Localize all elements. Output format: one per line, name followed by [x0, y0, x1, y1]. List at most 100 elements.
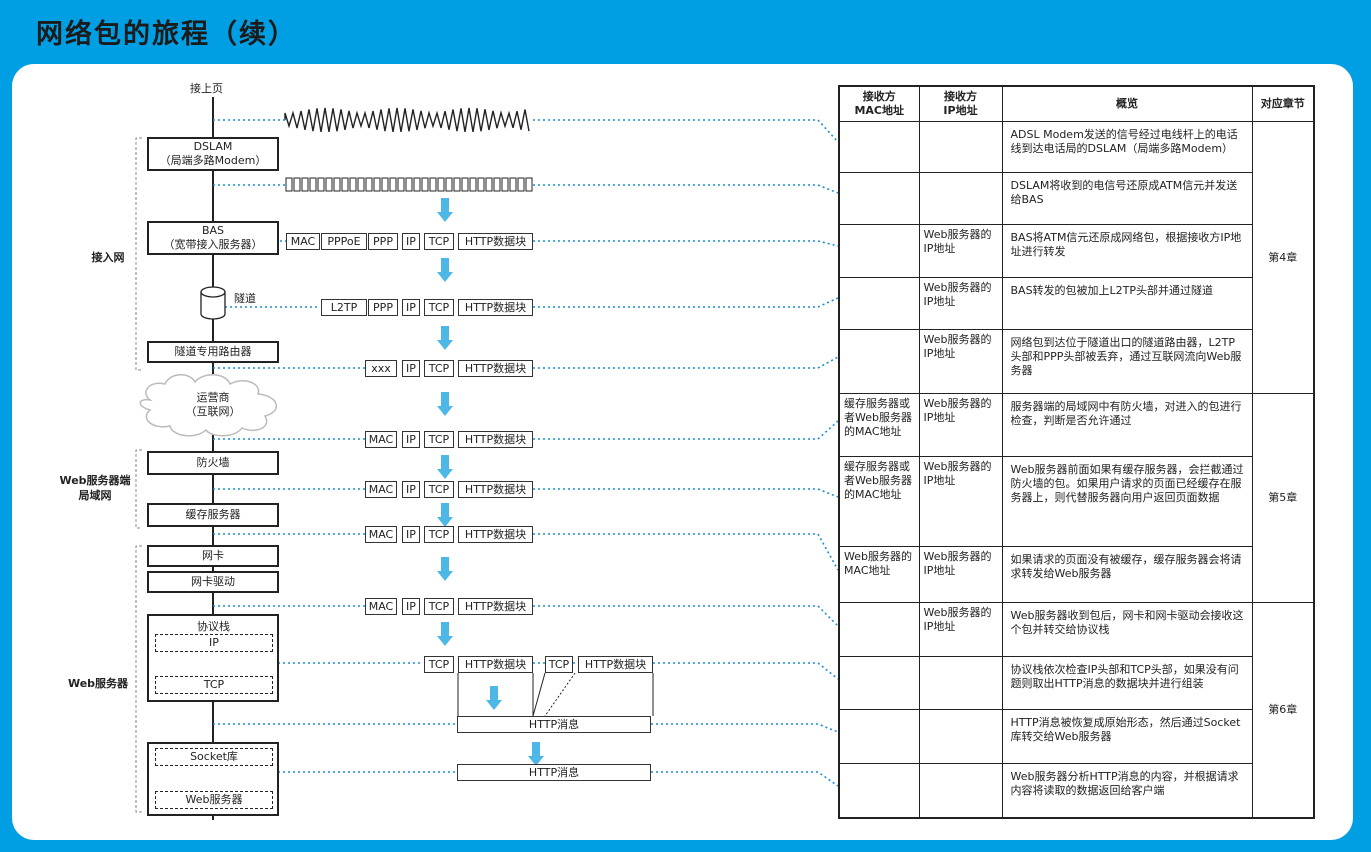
packet-tcp: TCP	[424, 656, 454, 673]
cell-ip: Web服务器的 IP地址	[918, 277, 1003, 330]
connector-line	[533, 605, 839, 627]
packet-ppp: PPP	[368, 233, 398, 250]
cell-chapter: 第6章	[1251, 602, 1315, 818]
tunnel-label: 隧道	[234, 292, 256, 305]
packet-http-block: HTTP数据块	[458, 656, 533, 673]
isp-label: 运营商 （互联网）	[185, 391, 241, 418]
flow-down-arrow	[437, 258, 453, 282]
connector-line	[533, 533, 839, 571]
atm-cell	[501, 177, 509, 192]
cell-overview: BAS转发的包被加上L2TP头部并通过隧道	[1001, 277, 1253, 330]
packet-tcp: TCP	[424, 598, 454, 615]
packet-mac: MAC	[365, 481, 397, 498]
flow-down-arrow	[437, 392, 453, 416]
atm-cell	[301, 177, 309, 192]
connector-line	[533, 488, 839, 498]
cell-mac	[838, 277, 920, 330]
group-access-network: 接入网	[91, 251, 125, 264]
atm-cell	[341, 177, 349, 192]
atm-cell	[477, 177, 485, 192]
cell-chapter: 第5章	[1251, 393, 1315, 603]
cell-mac	[838, 172, 920, 225]
tunnel-router-device: 隧道专用路由器	[147, 341, 279, 363]
packet-http-msg: HTTP消息	[457, 716, 651, 733]
atm-cell	[429, 177, 437, 192]
packet-tcp: TCP	[545, 656, 573, 673]
packet-ip: IP	[402, 598, 420, 615]
packet-tcp: TCP	[424, 431, 454, 448]
cell-chapter: 第4章	[1251, 121, 1315, 394]
cell-overview: 服务器端的局域网中有防火墙，对进入的包进行检查，判断是否允许通过	[1001, 393, 1253, 457]
atm-cell	[517, 177, 525, 192]
header-chapter: 对应章节	[1251, 85, 1315, 122]
header-overview: 概览	[1001, 85, 1253, 122]
flow-down-arrow	[437, 326, 453, 350]
cell-overview: HTTP消息被恢复成原始形态，然后通过Socket库转交给Web服务器	[1001, 709, 1253, 764]
connector-line	[533, 119, 839, 143]
packet-mac: MAC	[365, 431, 397, 448]
packet-mac: MAC	[365, 526, 397, 543]
table-row: ADSL Modem发送的信号经过电线杆上的电话线到达电话局的DSLAM（局端多…	[838, 121, 1315, 394]
table-row: Web服务器分析HTTP消息的内容，并根据请求内容将读取的数据返回给客户端	[838, 763, 1314, 818]
flow-down-arrow	[437, 198, 453, 222]
packet-ppp: PPP	[368, 299, 398, 316]
cell-overview: DSLAM将收到的电信号还原成ATM信元并发送给BAS	[1001, 172, 1253, 225]
atm-cell	[365, 177, 373, 192]
flow-down-arrow	[437, 557, 453, 581]
flow-down-arrow	[437, 503, 453, 527]
atm-cell	[525, 177, 533, 192]
flow-down-arrow	[528, 742, 544, 766]
cell-mac	[838, 329, 920, 394]
packet-tcp: TCP	[424, 481, 454, 498]
cell-overview: Web服务器前面如果有缓存服务器，会拦截通过防火墙的包。如果用户请求的页面已经缓…	[1001, 456, 1253, 547]
cell-overview: 协议栈依次检查IP头部和TCP头部，如果没有问题则取出HTTP消息的数据块并进行…	[1001, 656, 1253, 710]
packet-ip: IP	[402, 360, 420, 377]
packet-ip: IP	[402, 233, 420, 250]
stack-ip-layer: IP	[155, 634, 273, 652]
table-row: HTTP消息被恢复成原始形态，然后通过Socket库转交给Web服务器	[838, 709, 1314, 764]
cell-mac	[838, 763, 920, 818]
nic-device: 网卡	[147, 545, 279, 567]
connector-line	[651, 723, 839, 733]
packet-http-block: HTTP数据块	[458, 481, 533, 498]
from-prev-label: 接上页	[190, 82, 223, 95]
packet-tcp: TCP	[424, 526, 454, 543]
cell-mac: Web服务器的 MAC地址	[838, 546, 920, 603]
packet-http-block: HTTP数据块	[578, 656, 653, 673]
cache-server-device: 缓存服务器	[147, 503, 279, 527]
atm-cell	[509, 177, 517, 192]
table-row: DSLAM将收到的电信号还原成ATM信元并发送给BAS	[838, 172, 1314, 225]
atm-cell	[309, 177, 317, 192]
packet-tcp: TCP	[424, 299, 454, 316]
connector-line	[533, 420, 839, 440]
cell-ip: Web服务器的 IP地址	[918, 329, 1003, 394]
flow-down-arrow	[437, 455, 453, 479]
cell-overview: 如果请求的页面没有被缓存，缓存服务器会将请求转发给Web服务器	[1001, 546, 1253, 603]
atm-cell	[453, 177, 461, 192]
cell-ip: Web服务器的 IP地址	[918, 602, 1003, 657]
cell-mac	[838, 602, 920, 657]
cell-ip	[918, 763, 1003, 818]
cell-overview: ADSL Modem发送的信号经过电线杆上的电话线到达电话局的DSLAM（局端多…	[1001, 121, 1253, 173]
connector-line	[533, 184, 839, 194]
packet-http-msg: HTTP消息	[457, 764, 651, 781]
cell-overview: Web服务器分析HTTP消息的内容，并根据请求内容将读取的数据返回给客户端	[1001, 763, 1253, 818]
atm-cell	[389, 177, 397, 192]
flow-down-arrow	[486, 686, 502, 710]
flow-down-arrow	[437, 622, 453, 646]
nic-driver-device: 网卡驱动	[147, 571, 279, 593]
atm-cell	[333, 177, 341, 192]
cell-ip: Web服务器的 IP地址	[918, 393, 1003, 457]
cell-ip	[918, 709, 1003, 764]
packet-http-block: HTTP数据块	[458, 431, 533, 448]
atm-cell	[437, 177, 445, 192]
packet-ip: IP	[402, 431, 420, 448]
tunnel-cylinder	[200, 286, 226, 320]
header-mac: 接收方 MAC地址	[838, 85, 920, 122]
cell-ip: Web服务器的 IP地址	[918, 546, 1003, 603]
